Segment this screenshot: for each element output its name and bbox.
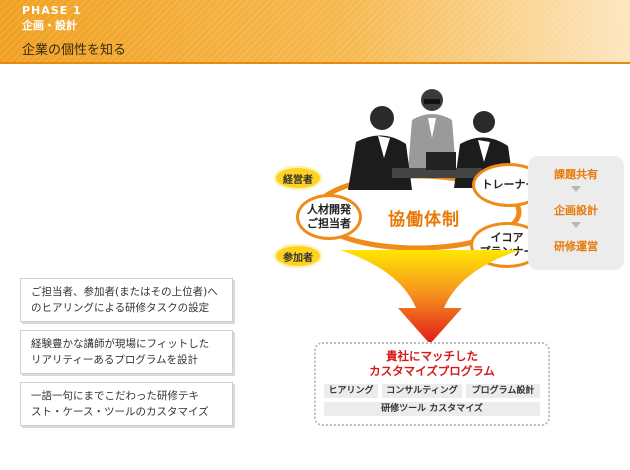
info-text: のヒアリングによる研修タスクの設定 <box>31 302 210 314</box>
down-arrow-icon <box>571 222 581 228</box>
info-text: リアリティーあるプログラムを設計 <box>31 354 199 366</box>
custom-program-title-line2: カスタマイズプログラム <box>369 364 495 378</box>
info-box-customize: 一語一句にまでこだわった研修テキ スト・ケース・ツールのカスタマイズ <box>20 382 233 426</box>
custom-program-title: 貴社にマッチした カスタマイズプログラム <box>316 349 548 379</box>
info-text: スト・ケース・ツールのカスタマイズ <box>31 406 209 418</box>
custom-program-box: 貴社にマッチした カスタマイズプログラム ヒアリング コンサルティング プログラ… <box>314 342 550 426</box>
tag-tool-customize: 研修ツール カスタマイズ <box>324 402 540 416</box>
tag-hearing: ヒアリング <box>324 384 378 398</box>
info-box-hearing: ご担当者、参加者(またはその上位者)へ のヒアリングによる研修タスクの設定 <box>20 278 233 322</box>
process-step-issue-sharing: 課題共有 <box>554 168 598 181</box>
info-text: ご担当者、参加者(またはその上位者)へ <box>31 286 218 298</box>
hr-contact-line1: 人材開発 <box>307 203 351 216</box>
hr-contact-line2: ご担当者 <box>307 217 351 230</box>
down-arrow-icon <box>571 186 581 192</box>
process-panel: 課題共有 企画設計 研修運営 <box>528 156 624 270</box>
process-step-operation: 研修運営 <box>554 240 598 253</box>
header-banner: PHASE 1 企画・設計 企業の個性を知る <box>0 0 630 64</box>
process-step-planning: 企画設計 <box>554 204 598 217</box>
funnel-arrow-icon <box>340 250 520 344</box>
tag-program-design: プログラム設計 <box>466 384 540 398</box>
info-text: 一語一句にまでこだわった研修テキ <box>31 390 199 402</box>
bubble-executive: 経営者 <box>274 166 322 190</box>
custom-program-title-line1: 貴社にマッチした <box>386 349 478 363</box>
trainer-label: トレーナー <box>481 178 537 191</box>
bubble-participant: 参加者 <box>274 244 322 268</box>
info-box-program: 経験豊かな講師が現場にフィットした リアリティーあるプログラムを設計 <box>20 330 233 374</box>
phase-subtitle: 企画・設計 <box>22 19 77 32</box>
page-title: 企業の個性を知る <box>22 43 127 58</box>
phase-label: PHASE 1 <box>22 4 82 17</box>
collaboration-label: 協働体制 <box>388 210 460 230</box>
info-text: 経験豊かな講師が現場にフィットした <box>31 338 210 350</box>
bubble-hr-contact: 人材開発 ご担当者 <box>296 194 362 240</box>
planner-line1: イコア <box>490 231 524 244</box>
tag-consulting: コンサルティング <box>382 384 462 398</box>
